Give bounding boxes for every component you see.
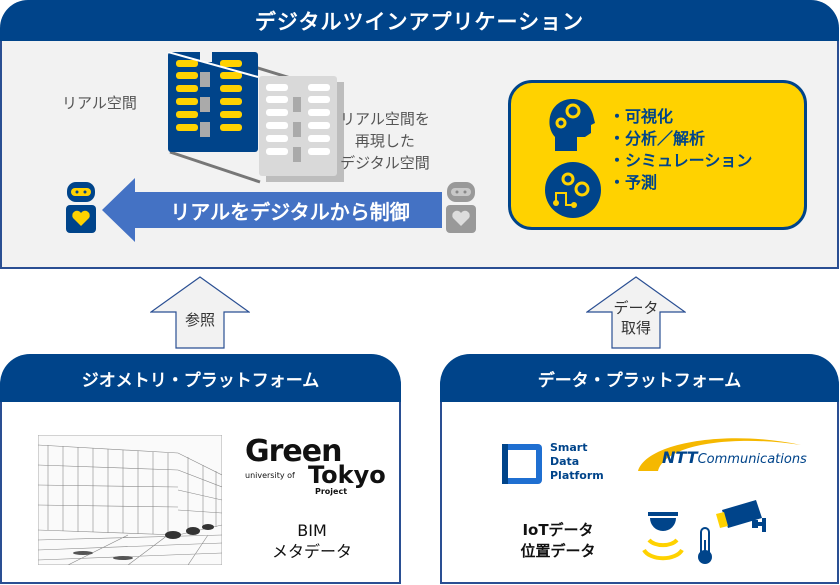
smart-data-platform-logo-text: Smart Data Platform bbox=[550, 441, 604, 483]
sdp-line: Data bbox=[550, 455, 580, 468]
control-arrow-label: リアルをデジタルから制御 bbox=[170, 200, 410, 224]
security-camera-icon bbox=[716, 500, 766, 532]
real-robot-icon bbox=[66, 182, 96, 233]
function-list: ・可視化 ・分析／解析 ・シミュレーション ・予測 bbox=[609, 106, 752, 194]
app-title-header: デジタルツインアプリケーション bbox=[0, 0, 839, 41]
green-utokyo-logo: Green university of Tokyo Project bbox=[245, 434, 386, 497]
caption-line: BIM bbox=[297, 521, 327, 540]
process-gears-icon bbox=[545, 162, 601, 218]
ntt-bold-text: NTT bbox=[662, 448, 698, 467]
reference-up-arrow bbox=[150, 276, 250, 349]
sdp-line: Smart bbox=[550, 441, 588, 454]
iot-location-caption: IoTデータ 位置データ bbox=[513, 520, 603, 562]
ntt-swoosh-icon bbox=[638, 438, 801, 471]
thermometer-icon bbox=[698, 527, 712, 564]
logo-project-text: Project bbox=[315, 487, 348, 496]
caption-line: 位置データ bbox=[520, 542, 596, 560]
geometry-platform-header: ジオメトリ・プラットフォーム bbox=[0, 354, 401, 402]
digital-space-label: リアル空間を 再現した デジタル空間 bbox=[340, 108, 430, 174]
bim-metadata-caption: BIM メタデータ bbox=[262, 520, 362, 562]
function-item: ・分析／解析 bbox=[609, 129, 706, 148]
function-item: ・可視化 bbox=[609, 107, 674, 126]
digital-space-line: デジタル空間 bbox=[340, 154, 430, 172]
logo-green-text: Green bbox=[245, 434, 342, 469]
control-arrow bbox=[102, 178, 442, 242]
building-twin-icon bbox=[167, 52, 344, 184]
digital-space-line: リアル空間を bbox=[340, 110, 430, 128]
sensor-icon bbox=[642, 512, 684, 561]
data-platform-title: データ・プラットフォーム bbox=[537, 370, 742, 391]
digital-robot-icon bbox=[446, 182, 476, 233]
data-acquisition-up-arrow bbox=[586, 276, 686, 349]
app-title: デジタルツインアプリケーション bbox=[254, 9, 585, 34]
analytics-functions-box: ・可視化 ・分析／解析 ・シミュレーション ・予測 bbox=[508, 80, 807, 230]
smart-data-platform-logo-mark bbox=[502, 444, 542, 484]
data-acquisition-line: 取得 bbox=[620, 319, 651, 337]
data-acquisition-label: データ 取得 bbox=[586, 298, 686, 338]
brain-gears-icon bbox=[549, 99, 595, 151]
ntt-communications-logo: NTTCommunications bbox=[662, 448, 807, 467]
geometry-platform-title: ジオメトリ・プラットフォーム bbox=[81, 370, 320, 391]
caption-line: メタデータ bbox=[271, 542, 352, 561]
real-space-label: リアル空間 bbox=[62, 94, 137, 112]
digital-space-line: 再現した bbox=[354, 132, 415, 150]
data-acquisition-line: データ bbox=[613, 299, 659, 317]
logo-tokyo-text: Tokyo bbox=[308, 461, 386, 489]
reference-label: 参照 bbox=[184, 311, 215, 329]
logo-university-text: university of bbox=[245, 471, 295, 480]
function-item: ・予測 bbox=[609, 173, 658, 192]
caption-line: IoTデータ bbox=[522, 521, 594, 539]
sdp-line: Platform bbox=[550, 469, 604, 482]
ntt-rest-text: Communications bbox=[697, 452, 807, 467]
function-item: ・シミュレーション bbox=[609, 151, 753, 170]
data-platform-header: データ・プラットフォーム bbox=[440, 354, 839, 402]
bim-wireframe-image bbox=[38, 435, 222, 565]
data-platform-panel bbox=[440, 402, 839, 584]
